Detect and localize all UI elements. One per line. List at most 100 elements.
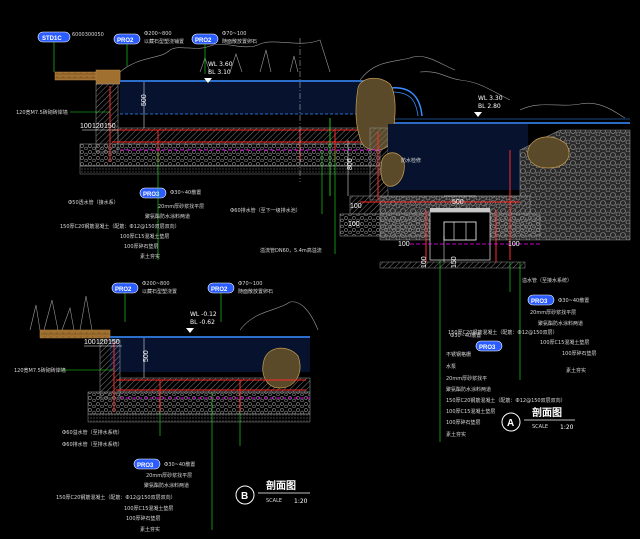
rebar-lower (360, 132, 520, 262)
level-wl-b: WL 3.30 (478, 95, 503, 102)
tag-pro2-d: PRO2 Ф70~100 随面散放置卵石 (207, 281, 273, 322)
note-a-right-2: 20mm厚砂浆找平层 (530, 309, 576, 316)
note-b-bottom-0: 20mm厚砂浆找平层 (146, 472, 192, 479)
tag-pro3-c: PRO3 Ф30~40散置 (450, 332, 503, 352)
note-a-left-4: 150厚C20钢筋混凝土（配筋：Ф12@150双层双向） (60, 223, 180, 230)
note-a-right-6: 100厚碎石垫层 (562, 350, 597, 357)
tag-pro2-a-note1: Ф200~800 (144, 31, 172, 37)
dim-500-a: 500 (141, 94, 148, 106)
note-b-bottom-1: 聚氨酯防水涂料两道 (144, 482, 189, 489)
note-a-right-5: 100厚C15混凝土垫层 (540, 339, 589, 346)
note-a-left-7: 素土夯实 (140, 253, 160, 260)
dim-150-b: 150 (451, 256, 458, 268)
pump-grate (430, 208, 490, 212)
note-a-center-0: 不锈钢格栅 (446, 351, 471, 358)
rebar-b (113, 342, 306, 412)
section-a (54, 38, 631, 269)
note-a-left-2: 20mm厚砂浆找平层 (158, 203, 204, 210)
level-bl-a: BL 3.10 (208, 69, 231, 76)
tag-pro3-b-label: PRO3 (531, 299, 548, 305)
tag-pro3-c-label: PRO3 (479, 345, 496, 351)
brick-wall-b (99, 339, 121, 399)
rebar-a (109, 86, 370, 162)
note-b-bottom-3: 100厚C15混凝土垫层 (124, 505, 173, 512)
dim-100-d: 100 (398, 241, 410, 248)
tag-pro2-c-label: PRO2 (115, 287, 132, 293)
pump-pit (429, 211, 491, 261)
dimensions (82, 82, 476, 378)
dim-500-c: 500 (143, 350, 150, 362)
tag-pro3-a: PRO3 Ф30~40散置 (139, 187, 201, 199)
vegetation-b (29, 295, 319, 331)
rock-lower-right (527, 136, 570, 169)
note-a-left-6: 100厚碎石垫层 (124, 243, 159, 250)
leaders (60, 111, 521, 530)
dim-800: 800 (347, 158, 354, 170)
dim-150-a: 150 (104, 123, 116, 130)
dim-100-b: 100 (350, 203, 362, 210)
note-b-left-0: 120宽M7.5砖砌砖岸墙 (14, 367, 66, 374)
tag-pro3-a-note: Ф30~40散置 (170, 189, 201, 196)
note-a-mid-0: Ф60排水管（至下一级排水池） (230, 207, 301, 214)
title-a-scale: 1:20 (560, 424, 574, 431)
coping-cap-a (95, 69, 121, 85)
tag-pro2-d-label: PRO2 (211, 287, 228, 293)
tag-pro3-c-note: Ф30~40散置 (450, 332, 481, 339)
upper-pool-water (120, 80, 365, 114)
note-a-center-7: 素土夯实 (446, 431, 466, 438)
dim-500-b: 500 (452, 199, 464, 206)
dim-100-g: 100 (84, 339, 96, 346)
notes-a-mid: Ф60排水管（至下一级排水池） 溢流管DN60，5.4m高溢流 (230, 207, 322, 254)
dim-120-b: 120 (96, 339, 108, 346)
tag-pro3-d: PRO3 Ф30~40散置 (133, 458, 195, 470)
title-a-letter: A (507, 418, 514, 429)
note-a-left-3: 聚氨酯防水涂料两道 (145, 213, 190, 220)
title-a-name: 剖面图 (532, 406, 562, 419)
dim-100-a: 100 (80, 123, 92, 130)
tag-pro3-a-label: PRO3 (143, 192, 160, 198)
dim-120-a: 120 (92, 123, 104, 130)
notes-a-right: 溢水管（至接水系统） 20mm厚砂浆找平层 聚氨酯防水涂料两道 150厚C20钢… (448, 277, 597, 374)
note-a-right-4: 150厚C20钢筋混凝土（配筋：Ф12@150双层） (448, 329, 558, 336)
tag-pro2-c-note1: Ф200~800 (142, 281, 170, 287)
note-b-left-2: Ф60排水管（至排水系统） (62, 441, 123, 448)
pump-unit (443, 221, 477, 241)
tag-pro2-a: PRO2 Ф200~800 以藏石型塑浇铺置 (113, 31, 184, 66)
level-wl-c: WL -0.12 (190, 311, 217, 318)
tag-pro3-d-label: PRO3 (137, 463, 154, 469)
notes-a-left: 120宽M7.5砖砌砖岸墙 Ф50透水管（接水系） 20mm厚砂浆找平层 聚氨酯… (16, 109, 204, 260)
tag-pro2-b-label: PRO2 (195, 38, 212, 44)
title-block-b: B 剖面图 SCALE 1:20 (235, 479, 310, 505)
note-a-center-6: 100厚碎石垫层 (446, 419, 481, 426)
tag-std1c-label: STD1C (42, 36, 62, 42)
dim-100-c: 100 (348, 221, 360, 228)
tag-pro3-b: PRO3 Ф30~40散置 (527, 294, 589, 306)
note-a-left-5: 100厚C15混凝土垫层 (120, 233, 169, 240)
tag-pro2-c-note2: 以藏石型塑浇置 (142, 288, 177, 295)
note-a-left-1: Ф50透水管（接水系） (68, 199, 119, 206)
tag-pro2-a-note2: 以藏石型塑浇铺置 (144, 38, 184, 45)
section-b (29, 295, 319, 423)
coping-block-b (39, 329, 111, 339)
note-b-left-1: Ф60溢水管（至排水系统） (62, 429, 123, 436)
dim-100-f: 100 (508, 241, 520, 248)
title-b-name: 剖面图 (266, 479, 296, 492)
level-bl-c: BL -0.62 (190, 319, 215, 326)
note-a-right-3: 聚氨酯防水涂料两道 (538, 320, 583, 327)
rock-b (262, 347, 301, 389)
title-b-scale: 1:20 (294, 498, 308, 505)
dim-100-e: 100 (421, 256, 428, 268)
tag-pro2-a-label: PRO2 (117, 38, 134, 44)
lower-pool-water (388, 124, 528, 190)
level-wl-a: WL 3.60 (208, 61, 233, 68)
tag-pro2-b-note1: Ф70~100 (222, 31, 246, 37)
note-b-bottom-2: 150厚C20钢筋混凝土（配筋：Ф12@150双层双向） (56, 494, 176, 501)
tag-pro2-b: PRO2 Ф70~100 随面散放置卵石 (191, 31, 257, 74)
level-marks: WL 3.60 BL 3.10 WL 3.30 BL 2.80 WL -0.12… (186, 61, 503, 333)
tag-pro2-d-note1: Ф70~100 (238, 281, 262, 287)
slab-gravel-b (87, 391, 311, 415)
note-a-center-2: 20mm厚砂浆找平 (446, 375, 487, 382)
note-a-mid-1: 溢流管DN60，5.4m高溢流 (260, 247, 322, 254)
note-a-center-4: 150厚C20钢筋混凝土（配筋：Ф12@150双层双向） (446, 397, 566, 404)
